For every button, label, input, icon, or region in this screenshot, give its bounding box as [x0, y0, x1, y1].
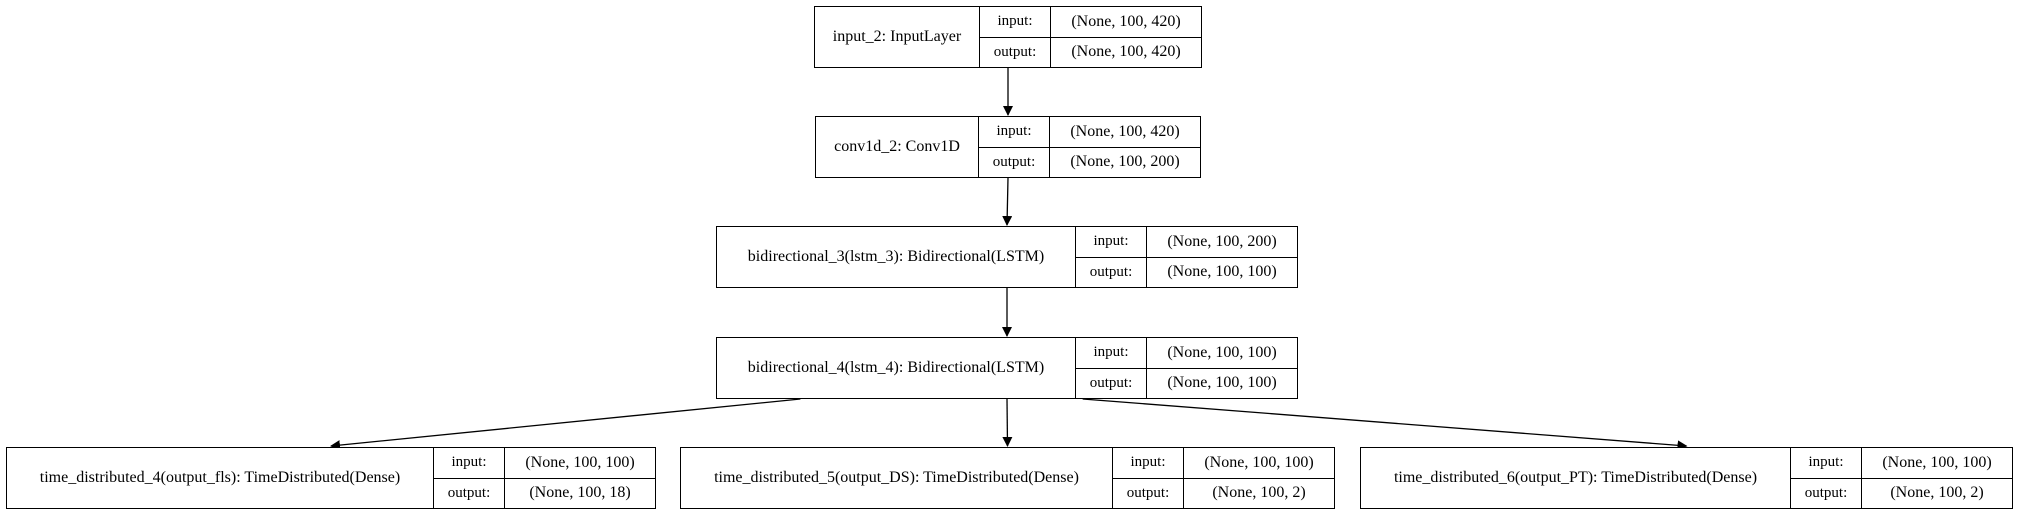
output-shape: (None, 100, 18) — [529, 484, 631, 502]
edge-n3-n4 — [330, 398, 801, 451]
input-row: input: (None, 100, 100) — [1113, 448, 1334, 478]
edge-n3-n5 — [1002, 398, 1013, 447]
input-shape: (None, 100, 100) — [1204, 453, 1314, 471]
input-label: input: — [1076, 338, 1147, 368]
layer-shapes: input: (None, 100, 200) output: (None, 1… — [1076, 227, 1297, 287]
output-label: output: — [1076, 368, 1147, 398]
output-row: output: (None, 100, 420) — [980, 36, 1201, 67]
input-shape: (None, 100, 200) — [1167, 232, 1277, 250]
input-label: input: — [979, 117, 1050, 147]
input-label: input: — [434, 448, 505, 478]
output-label: output: — [434, 478, 505, 508]
input-shape: (None, 100, 420) — [1071, 12, 1181, 30]
output-row: output: (None, 100, 100) — [1076, 256, 1297, 287]
edge-n3-n6 — [1082, 398, 1688, 451]
output-row: output: (None, 100, 18) — [434, 477, 655, 508]
layer-name: bidirectional_4(lstm_4): Bidirectional(L… — [717, 338, 1076, 398]
input-label: input: — [980, 7, 1051, 37]
input-row: input: (None, 100, 100) — [1076, 338, 1297, 368]
output-shape: (None, 100, 100) — [1167, 374, 1277, 392]
output-row: output: (None, 100, 200) — [979, 146, 1200, 177]
layer-node-bidirectional-4: bidirectional_4(lstm_4): Bidirectional(L… — [716, 337, 1298, 399]
layer-shapes: input: (None, 100, 100) output: (None, 1… — [1113, 448, 1334, 508]
input-shape: (None, 100, 420) — [1070, 122, 1180, 140]
output-shape: (None, 100, 100) — [1167, 263, 1277, 281]
input-row: input: (None, 100, 100) — [434, 448, 655, 478]
input-shape: (None, 100, 100) — [525, 453, 635, 471]
layer-shapes: input: (None, 100, 100) output: (None, 1… — [434, 448, 655, 508]
input-row: input: (None, 100, 420) — [979, 117, 1200, 147]
input-shape: (None, 100, 100) — [1882, 453, 1992, 471]
layer-node-conv1d-2: conv1d_2: Conv1D input: (None, 100, 420)… — [815, 116, 1201, 178]
output-shape: (None, 100, 200) — [1070, 153, 1180, 171]
output-label: output: — [1791, 478, 1862, 508]
input-shape: (None, 100, 100) — [1167, 343, 1277, 361]
layer-name: bidirectional_3(lstm_3): Bidirectional(L… — [717, 227, 1076, 287]
output-label: output: — [1113, 478, 1184, 508]
layer-node-time-distributed-5: time_distributed_5(output_DS): TimeDistr… — [680, 447, 1335, 509]
output-row: output: (None, 100, 2) — [1791, 477, 2012, 508]
output-shape: (None, 100, 2) — [1212, 484, 1306, 502]
output-row: output: (None, 100, 2) — [1113, 477, 1334, 508]
input-row: input: (None, 100, 420) — [980, 7, 1201, 37]
layer-name: time_distributed_4(output_fls): TimeDist… — [7, 448, 434, 508]
layer-shapes: input: (None, 100, 100) output: (None, 1… — [1076, 338, 1297, 398]
layer-name: time_distributed_5(output_DS): TimeDistr… — [681, 448, 1113, 508]
output-row: output: (None, 100, 100) — [1076, 367, 1297, 398]
layer-node-time-distributed-4: time_distributed_4(output_fls): TimeDist… — [6, 447, 656, 509]
output-label: output: — [980, 37, 1051, 67]
layer-name: conv1d_2: Conv1D — [816, 117, 979, 177]
layer-shapes: input: (None, 100, 100) output: (None, 1… — [1791, 448, 2012, 508]
layer-shapes: input: (None, 100, 420) output: (None, 1… — [979, 117, 1200, 177]
input-label: input: — [1076, 227, 1147, 257]
edge-n1-n2 — [1002, 177, 1013, 226]
input-row: input: (None, 100, 200) — [1076, 227, 1297, 257]
input-label: input: — [1791, 448, 1862, 478]
input-label: input: — [1113, 448, 1184, 478]
layer-name: input_2: InputLayer — [815, 7, 980, 67]
output-label: output: — [1076, 257, 1147, 287]
layer-node-bidirectional-3: bidirectional_3(lstm_3): Bidirectional(L… — [716, 226, 1298, 288]
layer-node-input-2: input_2: InputLayer input: (None, 100, 4… — [814, 6, 1202, 68]
output-shape: (None, 100, 420) — [1071, 43, 1181, 61]
layer-shapes: input: (None, 100, 420) output: (None, 1… — [980, 7, 1201, 67]
layer-name: time_distributed_6(output_PT): TimeDistr… — [1361, 448, 1791, 508]
output-shape: (None, 100, 2) — [1890, 484, 1984, 502]
output-label: output: — [979, 147, 1050, 177]
layer-node-time-distributed-6: time_distributed_6(output_PT): TimeDistr… — [1360, 447, 2013, 509]
input-row: input: (None, 100, 100) — [1791, 448, 2012, 478]
